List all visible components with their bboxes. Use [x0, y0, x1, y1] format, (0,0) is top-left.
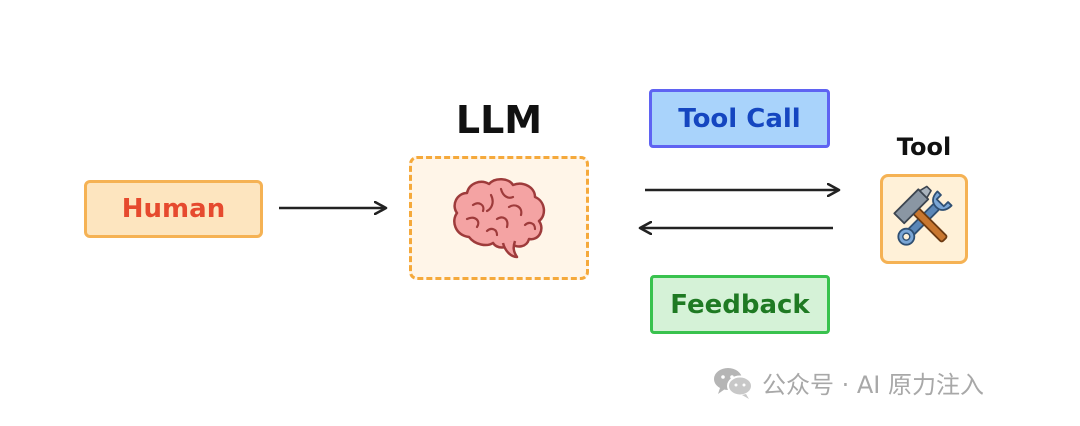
tool-label: Tool: [896, 133, 952, 161]
watermark-text: 公众号 · AI 原力注入: [762, 370, 985, 399]
tool-call-label: Tool Call: [678, 103, 801, 134]
tool-call-node: Tool Call: [649, 89, 830, 148]
human-label: Human: [121, 194, 226, 224]
wechat-icon: [714, 368, 753, 399]
tool-node: [880, 174, 968, 264]
watermark: 公众号 · AI 原力注入: [712, 362, 984, 402]
human-node: Human: [84, 180, 263, 238]
feedback-node: Feedback: [650, 275, 830, 334]
feedback-label: Feedback: [670, 289, 810, 320]
llm-node: [409, 156, 589, 280]
hammer-wrench-icon: [893, 185, 953, 246]
brain-icon: [453, 178, 546, 259]
llm-label: LLM: [455, 98, 543, 142]
